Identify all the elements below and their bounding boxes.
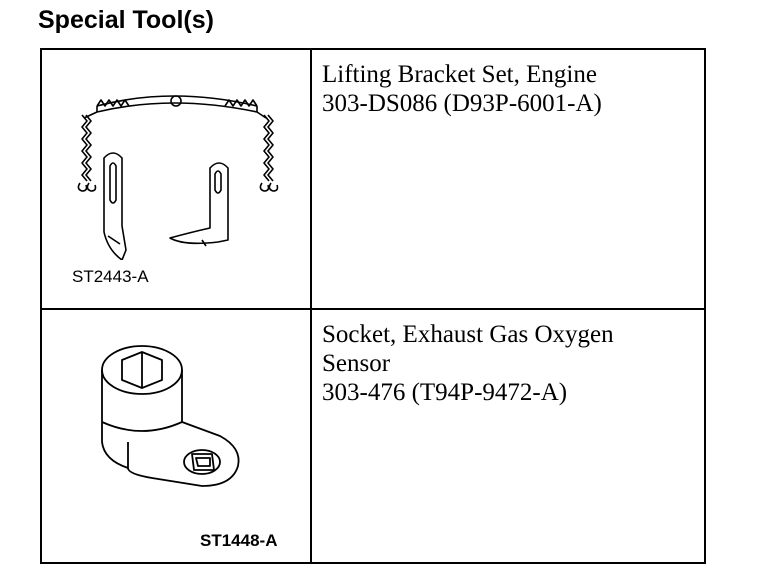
tool-illustration-cell: ST2443-A — [42, 50, 312, 308]
tool-illustration-cell: ST1448-A — [42, 310, 312, 562]
tool-description: Socket, Exhaust Gas Oxygen Sensor 303-47… — [322, 320, 696, 407]
page-title: Special Tool(s) — [38, 6, 214, 34]
tool-number-line: 303-DS086 (D93P-6001-A) — [322, 90, 602, 117]
special-tools-table: ST2443-A Lifting Bracket Set, Engine 303… — [40, 48, 706, 564]
illustration-code-label: ST1448-A — [200, 531, 278, 550]
tool-row: ST2443-A Lifting Bracket Set, Engine 303… — [42, 50, 704, 310]
illustration-code-label: ST2443-A — [72, 267, 149, 286]
tool-name-line: Lifting Bracket Set, Engine — [322, 61, 597, 88]
tool-number-line: 303-476 (T94P-9472-A) — [322, 379, 568, 406]
tool-name-line: Sensor — [322, 350, 391, 377]
lifting-bracket-set-icon — [77, 95, 279, 260]
oxygen-sensor-socket-icon — [101, 345, 240, 487]
tool-row: ST1448-A Socket, Exhaust Gas Oxygen Sens… — [42, 310, 704, 562]
tool-description: Lifting Bracket Set, Engine 303-DS086 (D… — [322, 60, 696, 118]
tool-name-line: Socket, Exhaust Gas Oxygen — [322, 321, 614, 348]
